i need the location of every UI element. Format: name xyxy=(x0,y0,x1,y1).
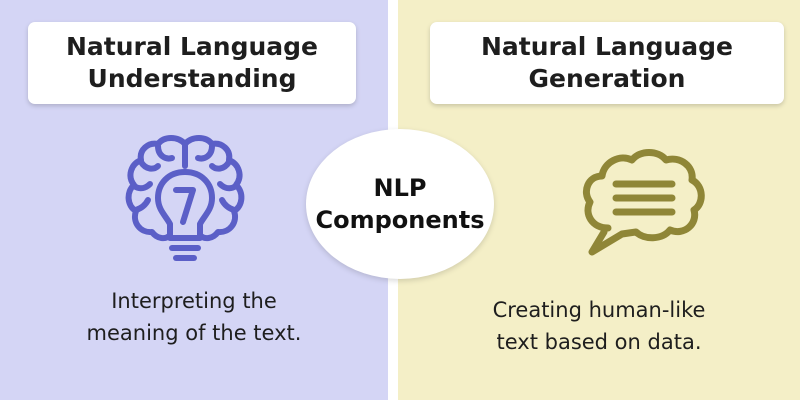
nlg-title-line1: Natural Language xyxy=(480,32,734,61)
brain-lightbulb-icon xyxy=(122,132,248,268)
nlu-desc-line2: meaning of the text. xyxy=(86,321,302,345)
nlg-title-line2: Generation xyxy=(528,64,686,93)
nlu-title-line1: Natural Language xyxy=(65,32,319,61)
nlu-description: Interpreting the meaning of the text. xyxy=(0,285,388,349)
center-label-line2: Components xyxy=(315,206,485,234)
center-label-line1: NLP xyxy=(373,174,427,202)
nlu-title-card: Natural Language Understanding xyxy=(28,22,356,104)
speech-bubble-icon xyxy=(578,148,708,260)
nlp-components-circle: NLP Components xyxy=(306,129,494,279)
nlg-description: Creating human-like text based on data. xyxy=(398,294,800,358)
nlg-title-card: Natural Language Generation xyxy=(430,22,784,104)
nlu-title-line2: Understanding xyxy=(87,64,297,93)
nlu-desc-line1: Interpreting the xyxy=(111,289,277,313)
nlg-desc-line1: Creating human-like xyxy=(492,298,706,322)
nlg-desc-line2: text based on data. xyxy=(496,330,702,354)
